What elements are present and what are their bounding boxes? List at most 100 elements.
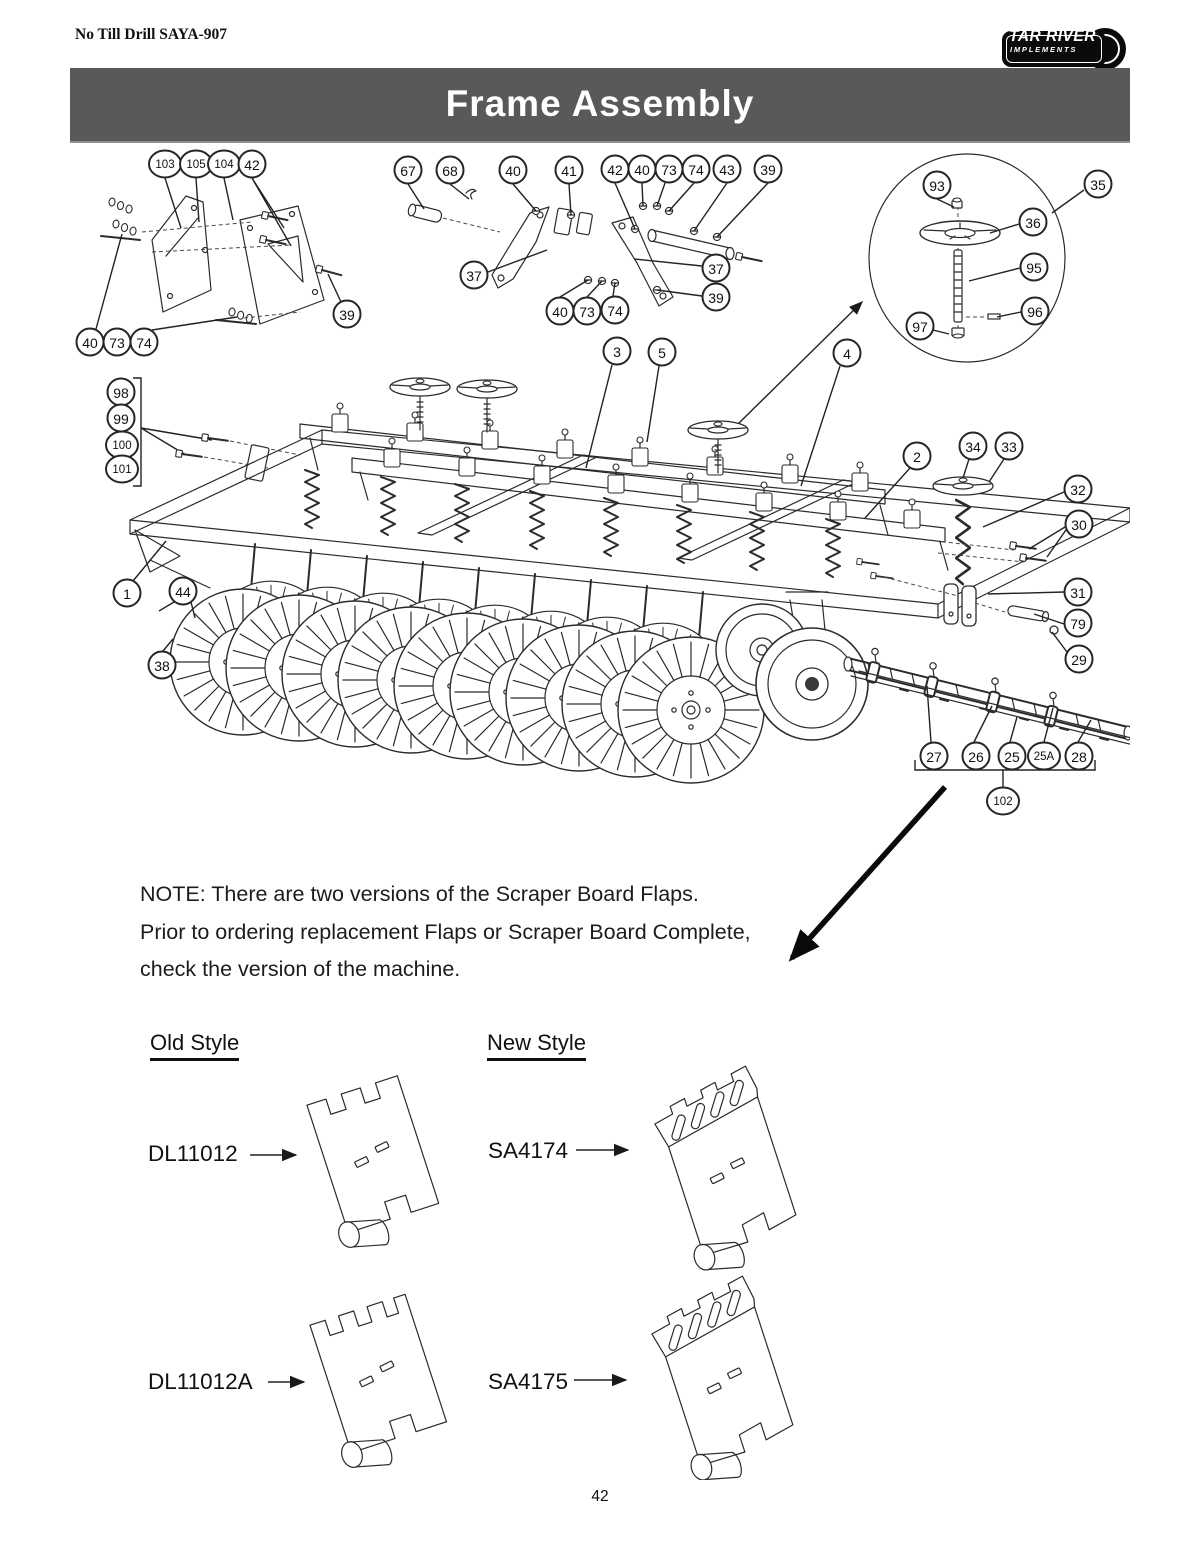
svg-text:25A: 25A (1034, 751, 1055, 763)
svg-text:40: 40 (82, 335, 98, 351)
corner-bracket-detail (100, 195, 344, 325)
callout-100: 100 (105, 430, 139, 460)
flap-drawing-sa4175 (639, 1274, 806, 1480)
svg-text:103: 103 (155, 159, 174, 171)
callout-44: 44 (168, 576, 198, 606)
callout-4: 4 (832, 338, 862, 368)
note-line: Prior to ordering replacement Flaps or S… (140, 919, 751, 944)
part-number-sa4175: SA4175 (488, 1369, 569, 1394)
svg-text:34: 34 (965, 439, 981, 455)
callout-27: 27 (919, 741, 949, 771)
callout-25A: 25A (1027, 741, 1061, 771)
svg-text:40: 40 (634, 162, 650, 178)
callout-37: 37 (701, 253, 731, 283)
svg-text:38: 38 (154, 658, 170, 674)
transport-wheels (715, 591, 869, 741)
logo-line2: IMPLEMENTS (1010, 45, 1078, 54)
callout-40: 40 (545, 296, 575, 326)
callout-98: 98 (106, 377, 136, 407)
flap-drawing-dl11012 (296, 1075, 447, 1259)
callout-42: 42 (237, 149, 267, 179)
callout-73: 73 (102, 327, 132, 357)
part-number-dl11012a: DL11012A (148, 1369, 253, 1394)
svg-text:74: 74 (607, 303, 623, 319)
callout-79: 79 (1063, 608, 1093, 638)
callout-97: 97 (905, 311, 935, 341)
disc-gang (169, 580, 765, 784)
svg-text:39: 39 (339, 307, 355, 323)
svg-text:73: 73 (109, 335, 125, 351)
callout-42: 42 (600, 154, 630, 184)
scraper-board-assembly (843, 647, 1130, 745)
note-line: NOTE: There are two versions of the Scra… (140, 882, 699, 906)
callout-3: 3 (602, 336, 632, 366)
callout-67: 67 (393, 155, 423, 185)
svg-text:26: 26 (968, 749, 984, 765)
callout-104: 104 (207, 149, 241, 179)
svg-text:73: 73 (579, 304, 595, 320)
callout-34: 34 (958, 431, 988, 461)
callout-32: 32 (1063, 474, 1093, 504)
label-arrows (250, 1143, 630, 1389)
svg-text:42: 42 (244, 157, 260, 173)
svg-text:105: 105 (186, 159, 205, 171)
svg-text:3: 3 (613, 344, 621, 360)
callout-96: 96 (1020, 296, 1050, 326)
callout-40: 40 (75, 327, 105, 357)
svg-text:33: 33 (1001, 439, 1017, 455)
svg-text:31: 31 (1070, 585, 1086, 601)
svg-text:102: 102 (993, 796, 1012, 808)
svg-text:97: 97 (912, 319, 928, 335)
svg-text:104: 104 (214, 159, 234, 171)
svg-text:32: 32 (1070, 482, 1086, 498)
note-line: check the version of the machine. (140, 957, 461, 981)
svg-text:96: 96 (1027, 304, 1043, 320)
svg-text:29: 29 (1071, 652, 1087, 668)
svg-text:36: 36 (1025, 215, 1041, 231)
callout-39: 39 (332, 299, 362, 329)
callout-33: 33 (994, 431, 1024, 461)
big-arrow (788, 785, 948, 962)
svg-text:79: 79 (1070, 616, 1086, 632)
callout-105: 105 (179, 149, 213, 179)
callout-74: 74 (681, 154, 711, 184)
svg-text:74: 74 (136, 335, 152, 351)
handwheel-magnified-detail (736, 153, 1066, 426)
callout-36: 36 (1018, 207, 1048, 237)
old-style-heading: Old Style (150, 1030, 240, 1061)
part-number-sa4174: SA4174 (488, 1138, 569, 1163)
callout-5: 5 (647, 337, 677, 367)
svg-text:101: 101 (112, 464, 131, 476)
flap-drawing-dl11012a (299, 1293, 455, 1479)
svg-text:42: 42 (607, 162, 623, 178)
svg-text:44: 44 (175, 584, 191, 600)
section-title-bar: Frame Assembly (70, 68, 1130, 143)
callout-40: 40 (627, 154, 657, 184)
leader-lines (95, 177, 1096, 787)
callout-31: 31 (1063, 577, 1093, 607)
callout-74: 74 (129, 327, 159, 357)
callout-41: 41 (554, 155, 584, 185)
svg-text:28: 28 (1071, 749, 1087, 765)
frame-assembly-diagram: 1031051044239407374676840414240737443393… (75, 149, 1130, 962)
left-hardware-callout-bracket (133, 377, 301, 487)
callout-2: 2 (902, 441, 932, 471)
linkage-detail (407, 188, 764, 307)
logo-line1: TAR RIVER (1009, 28, 1096, 45)
callout-39: 39 (753, 154, 783, 184)
svg-text:39: 39 (708, 290, 724, 306)
callout-95: 95 (1019, 252, 1049, 282)
svg-text:37: 37 (466, 268, 482, 284)
callout-102: 102 (986, 786, 1020, 816)
svg-text:99: 99 (113, 411, 129, 427)
svg-text:35: 35 (1090, 177, 1106, 193)
part-number-dl11012: DL11012 (148, 1141, 238, 1166)
callout-74: 74 (600, 295, 630, 325)
flap-drawing-sa4174 (642, 1064, 809, 1281)
scraper-board-note: NOTE: There are two versions of the Scra… (140, 876, 820, 989)
right-spring-assembly (855, 498, 1059, 635)
svg-text:73: 73 (661, 162, 677, 178)
callout-99: 99 (106, 403, 136, 433)
callout-37: 37 (459, 260, 489, 290)
